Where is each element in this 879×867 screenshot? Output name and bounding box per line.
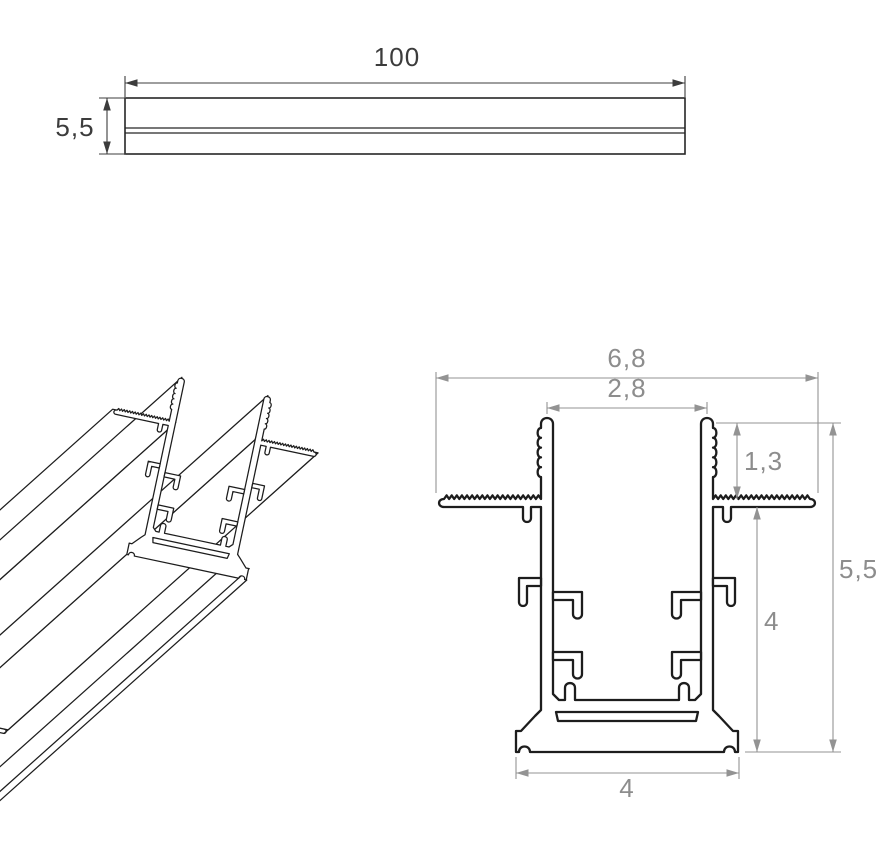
label-opening-width: 2,8: [607, 373, 646, 403]
dim-opening-width: 2,8: [546, 373, 708, 414]
label-inner-height: 4: [764, 606, 779, 636]
dim-overall-height: 5,5: [745, 423, 878, 753]
side-view: 100 5,5: [55, 42, 686, 155]
label-overall-height: 5,5: [839, 554, 878, 584]
label-length: 100: [374, 42, 420, 72]
profile-side-body: [124, 97, 686, 155]
label-base-width: 4: [619, 773, 634, 803]
label-side-height: 5,5: [55, 112, 94, 142]
profile-side-grooves: [125, 127, 685, 134]
dim-inner-height: 4: [753, 507, 779, 752]
dim-fin-height: 1,3: [716, 422, 841, 499]
iso-extrusion-line: [0, 579, 248, 802]
label-overall-width: 6,8: [607, 343, 646, 373]
dim-base-width: 4: [515, 757, 740, 803]
cross-section-view: 6,8 2,8 1,3 5,5 4 4: [435, 343, 878, 803]
iso-extrusion-line: [0, 553, 239, 768]
iso-view: [0, 365, 327, 867]
dim-length: 100: [124, 42, 686, 97]
dim-side-height: 5,5: [55, 97, 126, 155]
iso-extrusion-line: [0, 568, 250, 793]
label-fin-height: 1,3: [744, 446, 783, 476]
dim-overall-width: 6,8: [435, 343, 819, 493]
